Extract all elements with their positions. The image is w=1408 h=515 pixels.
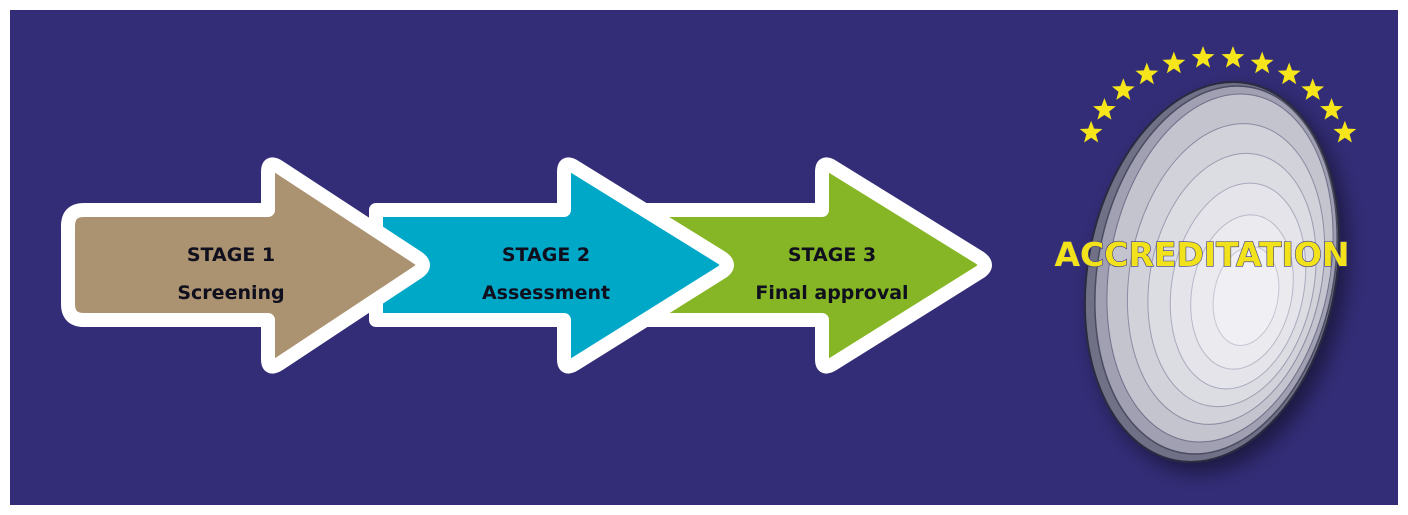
star-icon	[1162, 51, 1186, 74]
stage-2-arrow: STAGE 2 Assessment	[369, 157, 734, 374]
stage-3-arrow-shape	[633, 157, 992, 374]
stage-3-number: STAGE 3	[788, 244, 876, 266]
stage-2-name: Assessment	[482, 282, 610, 304]
star-icon	[1250, 51, 1274, 74]
star-icon	[1320, 97, 1343, 120]
accreditation-medal: ACCREDITATION	[1054, 45, 1357, 463]
stage-2-number: STAGE 2	[502, 244, 590, 266]
star-icon	[1333, 120, 1357, 143]
stage-1-arrow: STAGE 1 Screening	[61, 157, 430, 374]
stage-3-name: Final approval	[755, 282, 908, 304]
accreditation-label: ACCREDITATION	[1055, 235, 1350, 274]
star-icon	[1079, 120, 1103, 143]
star-icon	[1277, 62, 1301, 85]
star-icon	[1301, 78, 1325, 100]
medal-disc	[1083, 81, 1341, 463]
star-arc	[1079, 45, 1357, 143]
stage-1-name: Screening	[177, 282, 284, 304]
stage-2-arrow-shape	[369, 157, 734, 374]
stage-3-arrow: STAGE 3 Final approval	[633, 157, 992, 374]
stage-1-number: STAGE 1	[187, 244, 275, 266]
star-icon	[1093, 97, 1116, 120]
star-icon	[1191, 45, 1215, 68]
star-icon	[1135, 62, 1159, 85]
star-icon	[1111, 78, 1135, 100]
star-icon	[1221, 45, 1245, 68]
stage-1-arrow-shape	[61, 157, 430, 374]
